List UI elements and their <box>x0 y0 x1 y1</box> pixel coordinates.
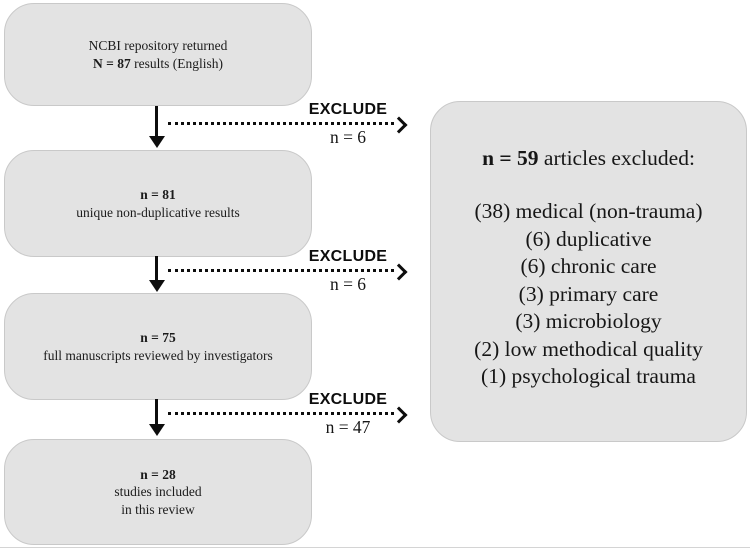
box-line-rest: results (English) <box>130 55 223 71</box>
count-value: n = 59 <box>482 146 539 170</box>
down-arrow-line <box>155 106 158 137</box>
down-arrow-line <box>155 256 158 282</box>
exclusion-item: (6) chronic care <box>520 254 657 278</box>
flow-box-included: n = 28 studies included in this review <box>4 439 312 545</box>
box-line: NCBI repository returned <box>88 38 228 53</box>
exclude-count: n = 6 <box>329 274 367 294</box>
count-value: n = 81 <box>140 187 176 202</box>
down-arrow-head-icon <box>149 280 165 292</box>
exclusion-item: (2) low methodical quality <box>474 336 703 361</box>
exclusion-summary-box: n = 59 articles excluded: (38) medical (… <box>430 101 747 442</box>
exclude-count: n = 6 <box>329 127 367 147</box>
exclusion-item: (3) microbiology <box>515 309 662 333</box>
dotted-arrow-line <box>168 122 394 125</box>
down-arrow-head-icon <box>149 424 165 436</box>
box-line: N = 87 results (English) <box>93 55 223 73</box>
box-line: unique non-duplicative results <box>76 204 240 220</box>
box-line: in this review <box>121 501 195 517</box>
exclusion-item: (3) primary care <box>518 281 659 306</box>
flow-box-deduplicated: n = 81 unique non-duplicative results <box>4 150 312 257</box>
flow-box-full-review: n = 75 full manuscripts reviewed by inve… <box>4 293 312 400</box>
down-arrow-line <box>155 399 158 426</box>
dotted-arrow-line <box>168 412 394 415</box>
exclusion-heading: n = 59 articles excluded: <box>431 146 746 171</box>
count-value: n = 75 <box>140 330 176 345</box>
exclude-label: EXCLUDE <box>308 101 388 118</box>
flow-box-search-results: NCBI repository returned N = 87 results … <box>4 3 312 106</box>
exclusion-item: (38) medical (non-trauma) <box>474 199 703 223</box>
exclude-count: n = 47 <box>325 417 371 437</box>
exclusion-item: (6) duplicative <box>525 226 652 251</box>
box-line: studies included <box>114 484 202 500</box>
box-line: full manuscripts reviewed by investigato… <box>43 347 273 363</box>
count-value: N = 87 <box>93 55 131 71</box>
exclude-label: EXCLUDE <box>308 391 388 408</box>
figure-bottom-border <box>0 547 750 548</box>
down-arrow-head-icon <box>149 136 165 148</box>
exclude-label: EXCLUDE <box>308 248 388 265</box>
count-value: n = 28 <box>140 466 176 482</box>
exclusion-heading-rest: articles excluded: <box>538 146 695 170</box>
dotted-arrow-line <box>168 269 394 272</box>
exclusion-item: (1) psychological trauma <box>481 364 696 388</box>
